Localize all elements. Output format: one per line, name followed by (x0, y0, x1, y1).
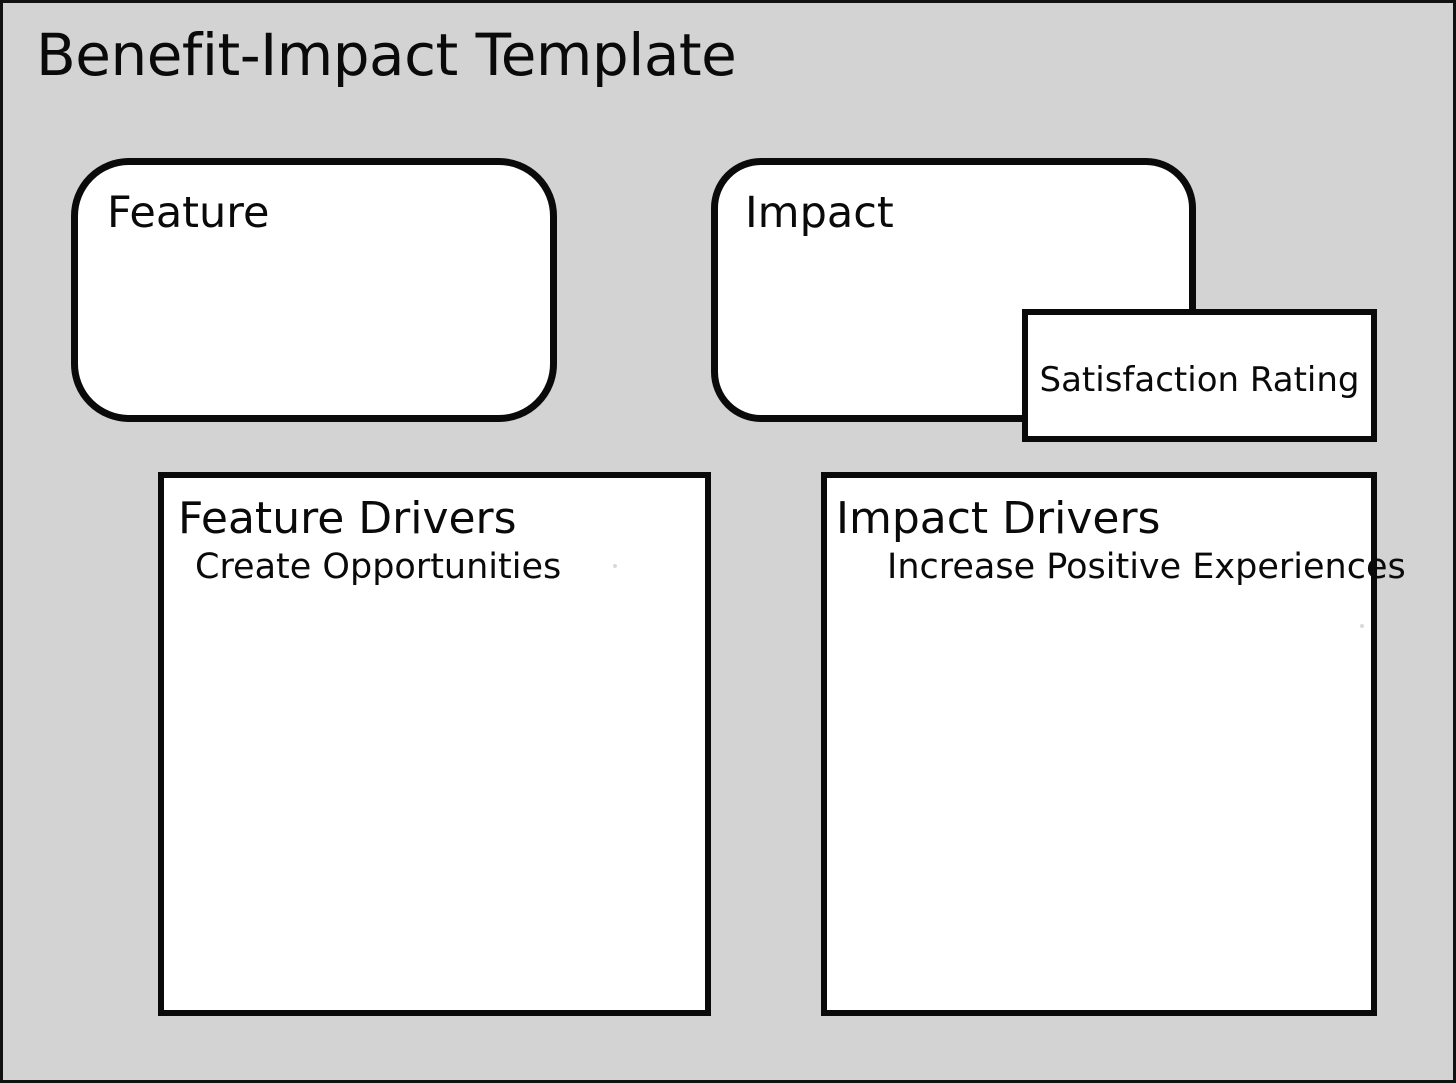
feature-drivers-title: Feature Drivers (178, 493, 517, 544)
satisfaction-rating-label: Satisfaction Rating (1039, 360, 1360, 400)
impact-drivers-panel[interactable]: Impact Drivers Increase Positive Experie… (821, 472, 1406, 1016)
page-title: Benefit-Impact Template (36, 21, 737, 89)
satisfaction-rating-node[interactable]: Satisfaction Rating (1022, 309, 1377, 442)
impact-node-label: Impact (745, 188, 894, 238)
raster-speck-artifact (1360, 624, 1364, 628)
feature-drivers-panel[interactable]: Feature Drivers Create Opportunities (158, 472, 711, 1016)
feature-node-label: Feature (107, 188, 270, 238)
raster-speck-artifact (613, 564, 617, 568)
feature-drivers-subtitle: Create Opportunities (195, 547, 562, 587)
impact-node[interactable]: Impact (711, 158, 1196, 422)
impact-drivers-title: Impact Drivers (836, 493, 1161, 544)
feature-node[interactable]: Feature (71, 158, 557, 422)
impact-drivers-subtitle: Increase Positive Experiences (887, 547, 1406, 587)
